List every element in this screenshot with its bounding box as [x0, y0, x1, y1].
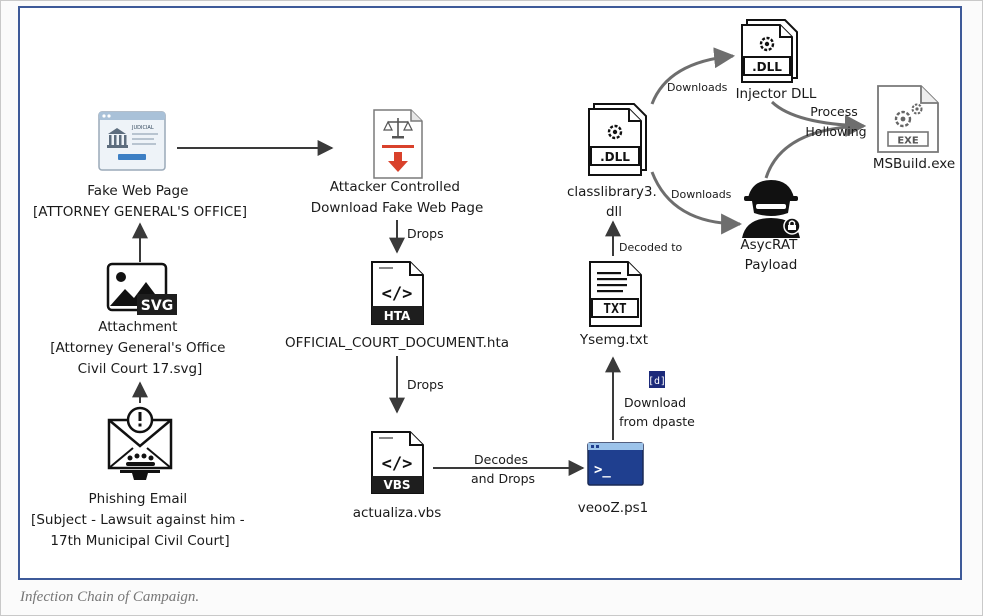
txt-label: Ysemg.txt: [579, 332, 648, 348]
warning-icon: [126, 406, 154, 434]
arrow-dll-to-asyncrat: [650, 171, 743, 235]
users-icon: [126, 453, 155, 466]
drops-label-2: Drops: [407, 377, 444, 392]
decoded-to-label: Decoded to: [619, 241, 683, 254]
process-hollowing-label: Process Hollowing: [805, 104, 866, 139]
phishing-envelope-icon: [107, 406, 173, 480]
drops-label-1: Drops: [407, 226, 444, 241]
msbuild-label: MSBuild.exe: [873, 156, 955, 172]
document-download-icon: [373, 109, 423, 179]
browser-window-icon: JUDICIAL: [98, 111, 166, 171]
diagram-panel: [18, 6, 962, 580]
txt-file-icon: TXT: [589, 261, 642, 327]
exe-file-icon: EXE: [877, 85, 939, 153]
injector-badge-text: .DLL: [752, 60, 782, 74]
attachment-label: Attachment [Attorney General's Office Ci…: [50, 319, 230, 377]
downloads-label-1: Downloads: [667, 81, 728, 94]
txt-badge-text: TXT: [603, 302, 627, 317]
powershell-terminal-icon: >_: [587, 442, 644, 486]
phishing-email-label: Phishing Email [Subject - Lawsuit agains…: [31, 491, 249, 549]
vbs-label: actualiza.vbs: [353, 505, 442, 521]
asyncrat-label: AsycRAT Payload: [740, 237, 801, 273]
decodes-label: Decodes and Drops: [471, 452, 535, 486]
gear-icon: [607, 124, 623, 140]
exe-badge-text: EXE: [897, 136, 919, 147]
gear-icon: [759, 36, 775, 52]
dpaste-logo-icon: [d]: [648, 371, 666, 388]
gears-icon: [894, 103, 923, 128]
judicial-header: JUDICIAL: [131, 125, 154, 131]
scales-of-justice-icon: [383, 118, 413, 139]
attacker-page-label: Attacker Controlled Download Fake Web Pa…: [311, 179, 484, 216]
svg-badge-text: SVG: [141, 298, 173, 314]
arrow-dll-to-injector: [650, 47, 736, 105]
fake-web-page-label: Fake Web Page [ATTORNEY GENERAL'S OFFICE…: [33, 183, 247, 220]
vbs-badge-text: VBS: [383, 478, 410, 492]
ps-prompt-text: >_: [594, 462, 611, 478]
hta-badge-text: HTA: [384, 309, 411, 323]
arrows: [132, 47, 867, 476]
dpaste-label: Download from dpaste: [619, 395, 695, 429]
red-download-arrow-icon: [388, 152, 408, 172]
ps1-label: veooZ.ps1: [578, 500, 649, 516]
arrow-asyncrat-to-msbuild: [764, 115, 867, 179]
injector-dll-icon: .DLL: [741, 19, 798, 83]
svg-badge: [137, 294, 177, 315]
hta-label: OFFICIAL_COURT_DOCUMENT.hta: [285, 335, 509, 351]
courthouse-icon: [107, 128, 128, 148]
injector-label: Injector DLL: [736, 86, 817, 102]
code-brackets-icon: </>: [382, 454, 413, 474]
dll-label: classlibrary3. dll: [567, 184, 661, 220]
dpaste-badge-text: [d]: [648, 376, 666, 387]
hta-file-icon: </> HTA: [371, 261, 424, 325]
svg-image-icon: SVG: [106, 262, 177, 315]
downloads-label-2: Downloads: [671, 188, 732, 201]
hacker-icon: [742, 180, 801, 238]
figure-caption: Infection Chain of Campaign.: [20, 589, 200, 605]
dll-file-icon: .DLL: [588, 103, 647, 176]
code-brackets-icon: </>: [382, 284, 413, 304]
dll-badge-text: .DLL: [600, 150, 630, 164]
vbs-file-icon: </> VBS: [371, 431, 424, 494]
